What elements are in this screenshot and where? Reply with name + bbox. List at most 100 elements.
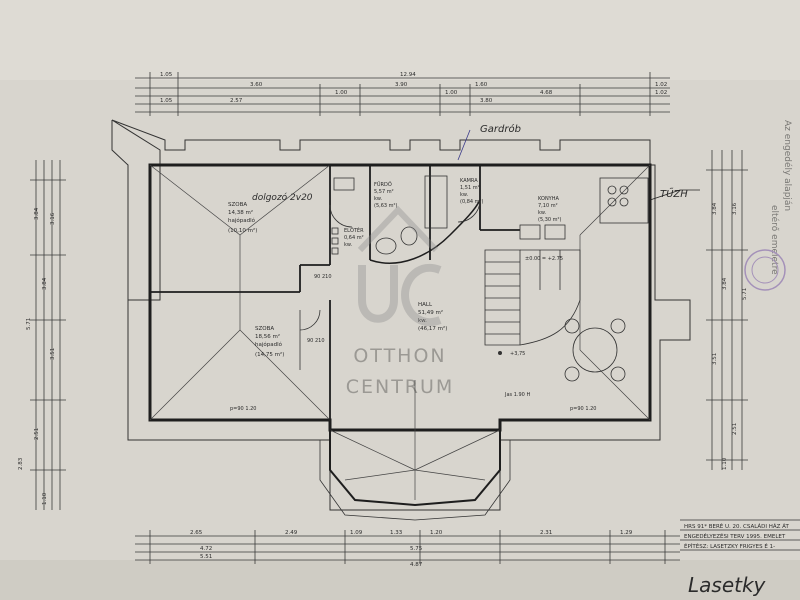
window-label-2: p=90 1.20	[570, 406, 596, 412]
dim-top-2: 12.94	[400, 72, 416, 78]
dim-top-7: 1.00	[445, 90, 458, 96]
room-eloter-name: ELŐTÉR	[344, 226, 364, 234]
room-furdo-note: kw.	[374, 196, 383, 202]
room-szoba-1-note: hajópadló	[228, 217, 256, 224]
room-eloter-note: kw.	[344, 242, 353, 248]
paper-shadow	[0, 560, 800, 600]
approval-stamp: Az engedély alapján eltérő emeletre	[744, 120, 793, 291]
room-kamra: KAMRA 1,51 m² kw. (0,84 m²)	[460, 178, 484, 205]
dim-left-2: 3.84	[42, 277, 48, 290]
room-eloter-area: 0,64 m²	[344, 235, 364, 241]
dim-top-3: 1.02	[655, 82, 667, 88]
dim-bottom-6: 5.51	[200, 554, 212, 560]
bottom-dimension-lines	[135, 530, 680, 564]
dim-bottom-5: 4.72	[200, 546, 212, 552]
door-label-2: 90 210	[307, 338, 325, 344]
left-dimension-lines	[30, 160, 66, 510]
dim-top-8: 1.60	[475, 82, 488, 88]
jas-label: Jas 1.90 H	[504, 392, 530, 398]
room-furdo: FÜRDŐ 5,57 m² kw. (5,63 m²)	[374, 181, 398, 209]
dim-left-3: 5.71	[26, 318, 32, 330]
tuzh-arrow	[649, 189, 700, 201]
door-swings	[299, 199, 481, 370]
room-szoba-2-extra: (14,75 m²)	[255, 351, 284, 358]
plan-annotations: ±0.00 = +2.75 +3,75 Jas 1.90 H 90 210 90…	[230, 256, 596, 412]
room-eloter: ELŐTÉR 0,64 m² kw.	[344, 226, 364, 248]
bath-fixtures	[333, 175, 448, 255]
signature: Lasetky	[688, 573, 767, 597]
dim-bottom-4: 1.20	[430, 530, 443, 536]
room-konyha-note: kw.	[538, 210, 547, 216]
roof-hips	[149, 164, 651, 500]
room-szoba-1-name: SZOBA	[228, 202, 247, 208]
dining-set	[564, 318, 626, 382]
dim-top-0: 1.05	[160, 72, 173, 78]
dim-top-5: 3.90	[395, 82, 408, 88]
stamp-line2: eltérő emeletre	[769, 205, 780, 275]
dim-right-0: 3.84	[712, 202, 718, 215]
handwritten-gardrob: Gardrób	[480, 123, 521, 135]
dim-left-4: 3.51	[50, 348, 56, 360]
dim-right-2: 3.84	[722, 277, 728, 290]
room-konyha: KONYHA 7,10 m² kw. (5,30 m²)	[538, 196, 562, 223]
dim-bottom-10: 1.29	[620, 530, 633, 536]
dim-bottom-3: 1.33	[390, 530, 403, 536]
room-szoba-1-extra: (10,10 m²)	[228, 227, 257, 234]
kitchen-counters	[519, 177, 649, 240]
dim-left-7: 1.10	[42, 492, 48, 505]
right-dimension-texts: 3.84 3.16 3.84 5.71 3.51 2.51 1.10	[712, 202, 748, 470]
room-hall-note: kw.	[418, 318, 427, 324]
dim-left-1: 3.16	[50, 212, 56, 225]
dim-bottom-9: 2.31	[540, 530, 552, 536]
room-szoba-2: SZOBA 18,56 m² hajópadló (14,75 m²)	[255, 326, 284, 358]
dim-bottom-0: 2.65	[190, 530, 203, 536]
dim-left-5: 2.51	[34, 428, 40, 440]
roof-eaves	[111, 119, 691, 511]
room-szoba-1-area: 14,38 m²	[228, 209, 253, 216]
room-hall-extra: (46,17 m²)	[418, 325, 447, 332]
titleblock-line2: ENGEDÉLYEZÉSI TERV 1995. EMELET	[684, 532, 786, 540]
dim-top-4: 1.02	[655, 90, 667, 96]
room-furdo-area: 5,57 m²	[374, 189, 394, 195]
titleblock-line3: ÉPÍTÉSZ: LASETZKY FRIGYES É 1-	[684, 542, 775, 550]
dim-right-5: 2.51	[732, 423, 738, 435]
window-label-1: p=90 1.20	[230, 406, 256, 412]
dim-right-6: 1.10	[722, 457, 728, 470]
room-kamra-extra: (0,84 m²)	[460, 199, 484, 205]
room-kamra-note: kw.	[460, 192, 469, 198]
handwritten-tuzh: TŰZH	[660, 186, 688, 200]
level-label: +3,75	[510, 351, 525, 357]
dim-bottom-2: 1.09	[350, 530, 363, 536]
dim-left-0: 3.84	[34, 207, 40, 220]
room-hall-area: 51,49 m²	[418, 309, 443, 316]
room-kamra-name: KAMRA	[460, 178, 478, 184]
level-marker-icon	[498, 351, 502, 355]
interior-walls	[150, 165, 520, 420]
top-dimension-texts: 1.05 3.60 12.94 1.02 1.02 3.90 1.00 1.00…	[160, 72, 667, 104]
closet-shelves	[331, 227, 339, 255]
watermark-top: OTTHON	[353, 345, 446, 367]
door-label-1: 90 210	[314, 274, 332, 280]
dim-bottom-1: 2.49	[285, 530, 298, 536]
dim-bottom-7: 5.75	[410, 546, 423, 552]
handwritten-dolgozo: dolgozó 2v20	[252, 192, 313, 203]
title-block: HRS 91* BERÉ U. 20. CSALÁDI HÁZ ÁT ENGED…	[680, 519, 800, 551]
curved-wall	[369, 199, 481, 264]
room-hall-name: HALL	[418, 302, 433, 308]
room-szoba-1: SZOBA 14,38 m² hajópadló (10,10 m²)	[228, 202, 257, 234]
dim-right-3: 5.71	[742, 288, 748, 300]
room-hall: HALL 51,49 m² kw. (46,17 m²)	[418, 302, 447, 332]
room-furdo-extra: (5,63 m²)	[374, 203, 398, 209]
bottom-dimension-texts: 2.65 2.49 1.09 1.33 1.20 4.72 5.51 5.75 …	[190, 530, 633, 568]
right-dimension-lines	[706, 150, 748, 470]
stamp-line1: Az engedély alapján	[782, 120, 793, 211]
dim-top-6: 1.00	[335, 90, 348, 96]
watermark-bottom: CENTRUM	[346, 376, 455, 398]
dim-right-4: 3.51	[712, 353, 718, 365]
room-konyha-area: 7,10 m²	[538, 203, 558, 209]
bay-eaves	[319, 440, 511, 521]
dim-right-1: 3.16	[732, 202, 738, 215]
handwritten-notes: Gardrób dolgozó 2v20 TŰZH	[252, 123, 688, 203]
bay-window	[329, 430, 501, 507]
